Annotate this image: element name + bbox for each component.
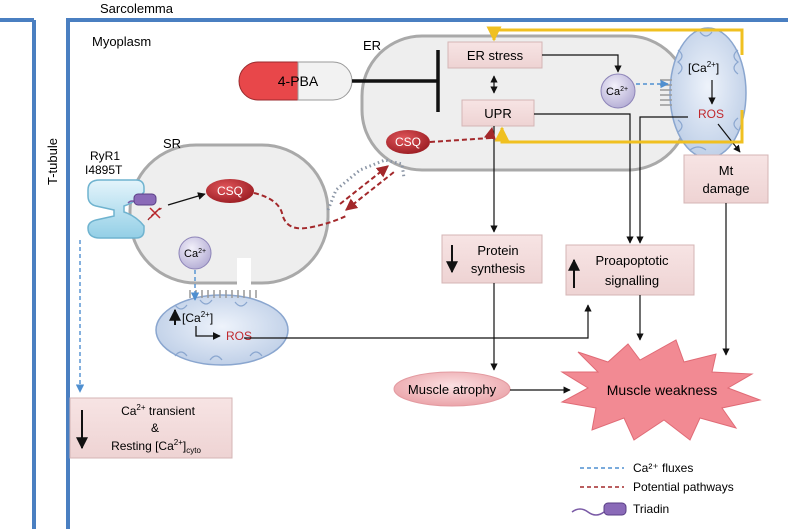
csq-transfer-arrow-1: [345, 171, 395, 211]
mt-damage-label-2: damage: [703, 181, 750, 196]
sr-compartment: [128, 143, 330, 285]
mito-ros-to-proapoptotic-arrow: [244, 304, 592, 339]
protein-synthesis-box: [441, 234, 543, 284]
muscle-atrophy-label: Muscle atrophy: [408, 382, 497, 397]
ryr1-mutation-label: I4895T: [85, 163, 123, 177]
csq-er: [386, 130, 430, 154]
triadin-protein: [127, 193, 157, 206]
csq-er-to-upr-arrow: [429, 126, 496, 143]
er-stress-label: ER stress: [467, 48, 524, 63]
feedback-ros-to-upr-arrow: [494, 110, 744, 144]
er-label: ER: [363, 38, 381, 53]
ros-label-top: ROS: [698, 107, 724, 121]
t-tubule-label: T-tubule: [45, 138, 60, 185]
legend-triadin-swatch: [571, 502, 627, 516]
myoplasm-label: Myoplasm: [92, 34, 151, 49]
mito-er-ca-label: [Ca2+]: [688, 60, 719, 75]
csq-sr: [206, 179, 254, 203]
ca-transient-and: &: [151, 421, 159, 435]
ca-ion-er: [600, 73, 636, 109]
upr-box: [461, 99, 535, 127]
muscle-atrophy-ellipse: [393, 371, 511, 407]
legend-potential-pathways-label: Potential pathways: [633, 480, 734, 494]
mitochondrion-sr: [155, 294, 289, 366]
csq-er-label: CSQ: [395, 135, 421, 149]
muscle-weakness-label: Muscle weakness: [607, 382, 718, 398]
mitochondrion-er: [669, 27, 747, 159]
sarcolemma-membrane: [66, 18, 788, 529]
legend: Ca²⁺ fluxes Potential pathways Triadin: [571, 461, 734, 516]
ca-transient-label: Ca2+ transient: [121, 403, 195, 418]
csq-sr-to-er-wiggle: [253, 192, 349, 230]
ros-label-bottom: ROS: [226, 329, 252, 343]
ros-to-mt-damage-arrow: [717, 123, 741, 153]
ca-ion-er-label: Ca2+: [606, 86, 628, 98]
legend-ca-fluxes-label: Ca²⁺ fluxes: [633, 461, 693, 475]
mt-damage-box: [683, 154, 769, 204]
ca-flux-arrows: [75, 79, 669, 393]
ryr1-channel: [87, 179, 145, 239]
sr-label: SR: [163, 136, 181, 151]
drug-label: 4-PBA: [278, 73, 319, 89]
inhibition-line: [352, 50, 440, 112]
mito-sr-ca-to-ros-arrow: [195, 326, 221, 340]
potential-pathway-arrows: [253, 126, 496, 230]
protein-synthesis-label-1: Protein: [477, 243, 518, 258]
feedback-arrows: [486, 26, 744, 144]
csq-transfer-arrow-2: [339, 165, 389, 205]
er-stress-to-ca-arrow: [542, 54, 622, 73]
ryr1-label: RyR1: [90, 149, 120, 163]
muscle-weakness-burst: [560, 339, 762, 441]
ros-to-proapoptotic-arrow: [636, 116, 688, 244]
mito-sr-ca-label: [Ca2+]: [182, 310, 213, 325]
ca-ion-sr-label: Ca2+: [184, 248, 206, 260]
proapoptotic-box: [565, 244, 695, 296]
mt-damage-label-1: Mt: [719, 163, 734, 178]
upr-to-proapoptotic-arrow: [534, 113, 634, 244]
resting-ca-label: Resting [Ca2+]cyto: [111, 438, 201, 455]
csq-sr-label: CSQ: [217, 184, 243, 198]
proapoptotic-label-2: signalling: [605, 273, 659, 288]
sr-opening: [237, 258, 251, 286]
er-stress-box: [447, 41, 543, 69]
ryr1-dashed-mark: [147, 207, 163, 221]
pathway-arrows: [244, 54, 741, 394]
upr-label: UPR: [484, 106, 511, 121]
proapoptotic-label-1: Proapoptotic: [596, 253, 669, 268]
drug-4-pba-capsule: [238, 61, 353, 101]
legend-triadin-label: Triadin: [633, 502, 669, 516]
feedback-to-er-stress-arrow: [486, 26, 744, 55]
er-sr-junction-dots: [326, 158, 406, 211]
ryr1-to-csq-arrow: [167, 192, 206, 206]
sarcolemma-label: Sarcolemma: [100, 1, 174, 16]
ca-ion-sr: [178, 236, 212, 270]
protein-synthesis-label-2: synthesis: [471, 261, 526, 276]
ca-transient-box: [69, 397, 233, 459]
